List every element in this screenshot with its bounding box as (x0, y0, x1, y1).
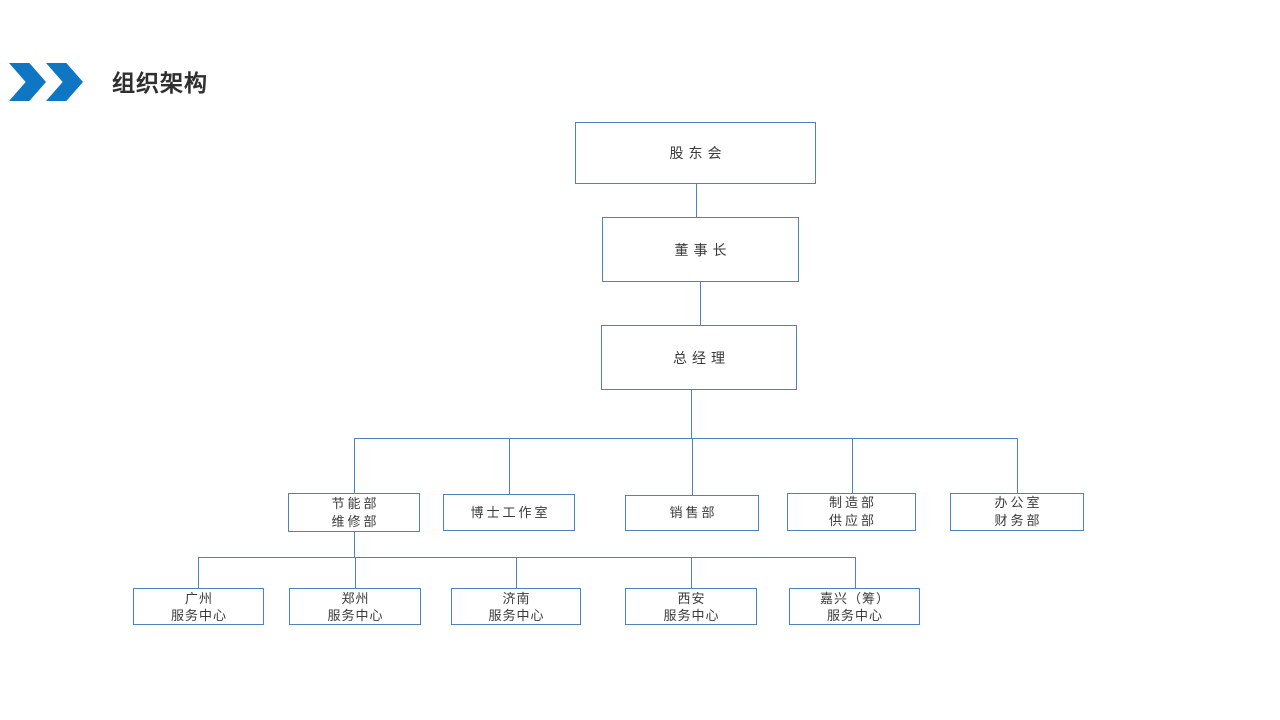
connector-line (509, 438, 510, 494)
connector-line (354, 438, 1017, 439)
org-node-jinan-service-center: 济南 服务中心 (451, 588, 581, 625)
connector-line (691, 390, 692, 438)
org-node-xian-service-center: 西安 服务中心 (625, 588, 757, 625)
org-node-sales-dept: 销售部 (625, 495, 759, 531)
chevron-right-icon (46, 63, 83, 101)
org-node-label: 办公室 (994, 495, 1043, 510)
connector-line (354, 438, 355, 493)
org-node-label: 服务中心 (663, 607, 720, 623)
org-node-label: 济南 (502, 590, 531, 606)
org-node-label: 股东会 (669, 145, 727, 161)
org-node-label: 总经理 (673, 349, 730, 366)
org-node-zhengzhou-service-center: 郑州 服务中心 (289, 588, 421, 625)
org-node-label: 服务中心 (488, 607, 545, 623)
org-node-jiaxing-service-center: 嘉兴（筹） 服务中心 (789, 588, 920, 625)
org-node-label: 财务部 (994, 513, 1043, 528)
org-node-manufacturing-supply-dept: 制造部 供应部 (787, 493, 916, 531)
org-node-label: 博士工作室 (470, 504, 551, 520)
org-node-label: 西安 (677, 590, 706, 606)
org-node-general-manager: 总经理 (601, 325, 797, 390)
org-node-label: 董事长 (674, 241, 732, 258)
org-node-label: 销售部 (669, 505, 718, 520)
connector-line (700, 282, 701, 325)
connector-line (516, 557, 517, 588)
connector-line (691, 557, 692, 588)
org-node-label: 制造部 (828, 495, 877, 510)
connector-line (1017, 438, 1018, 493)
connector-line (692, 438, 693, 495)
connector-line (355, 557, 356, 588)
connector-line (198, 557, 855, 558)
org-node-office-finance-dept: 办公室 财务部 (950, 493, 1084, 531)
connector-line (198, 557, 199, 588)
org-node-guangzhou-service-center: 广州 服务中心 (133, 588, 264, 625)
org-node-label: 广州 (184, 590, 213, 606)
org-node-label: 供应部 (828, 513, 877, 528)
org-node-doctor-studio: 博士工作室 (443, 494, 575, 531)
org-node-label: 服务中心 (170, 607, 227, 623)
org-node-energy-saving-maintenance-dept: 节能部 维修部 (288, 493, 420, 532)
connector-line (855, 557, 856, 588)
org-node-label: 服务中心 (826, 607, 883, 623)
page-title: 组织架构 (112, 70, 208, 96)
org-node-label: 郑州 (341, 590, 370, 606)
org-node-label: 嘉兴（筹） (819, 590, 890, 606)
chevron-right-icon (9, 63, 46, 101)
connector-line (852, 438, 853, 493)
connector-line (696, 184, 697, 217)
org-node-label: 服务中心 (327, 607, 384, 623)
org-node-label: 节能部 (331, 495, 380, 511)
org-node-label: 维修部 (331, 513, 380, 529)
connector-line (354, 532, 355, 557)
org-node-shareholders-meeting: 股东会 (575, 122, 816, 184)
org-node-chairman: 董事长 (602, 217, 799, 282)
